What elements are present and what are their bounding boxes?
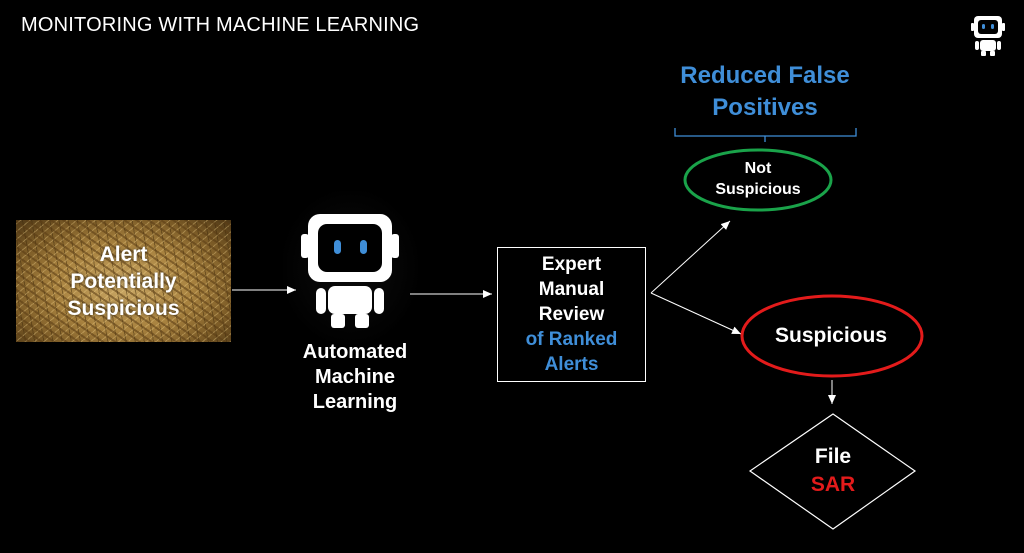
file-sar-diamond: [748, 413, 917, 530]
reduced-false-positives-heading: Reduced False Positives: [655, 60, 875, 124]
automated-machine-learning-label: Automated Machine Learning: [290, 340, 420, 415]
review-line-2: Manual: [538, 279, 605, 300]
not-suspicious-label: Not Suspicious: [685, 158, 831, 200]
file-sar-label: File SAR: [752, 443, 914, 499]
alert-line-3: Suspicious: [67, 296, 180, 320]
expert-review-box: Expert Manual Review of Ranked Alerts: [497, 247, 646, 382]
suspicious-ellipse: [740, 294, 924, 378]
review-line-4: of Ranked: [525, 329, 618, 350]
aml-line-3: Learning: [312, 391, 398, 413]
not-suspicious-ellipse: [683, 148, 833, 212]
aml-line-1: Automated: [302, 341, 408, 363]
robot-logo-icon: [971, 16, 1005, 56]
rfp-line-2: Positives: [712, 94, 818, 121]
not-suspicious-line-1: Not: [744, 160, 772, 177]
aml-line-2: Machine: [314, 366, 396, 388]
file-sar-line-2: SAR: [810, 473, 856, 496]
review-line-5: Alerts: [544, 354, 599, 375]
suspicious-label: Suspicious: [774, 324, 888, 347]
not-suspicious-line-2: Suspicious: [715, 181, 801, 198]
alert-potentially-suspicious-box: Alert Potentially Suspicious: [16, 220, 231, 342]
rfp-line-1: Reduced False: [680, 62, 850, 89]
alert-line-1: Alert: [99, 242, 148, 266]
bracket: [674, 128, 857, 137]
arrow-review-to-not-suspicious: [650, 220, 731, 294]
robot-icon: [301, 214, 399, 328]
review-line-1: Expert: [541, 254, 602, 275]
arrow-review-to-suspicious: [650, 292, 742, 335]
alert-line-2: Potentially: [70, 269, 177, 293]
file-sar-line-1: File: [814, 445, 852, 468]
page-title: MONITORING WITH MACHINE LEARNING: [21, 14, 420, 36]
review-line-3: Review: [538, 304, 605, 325]
